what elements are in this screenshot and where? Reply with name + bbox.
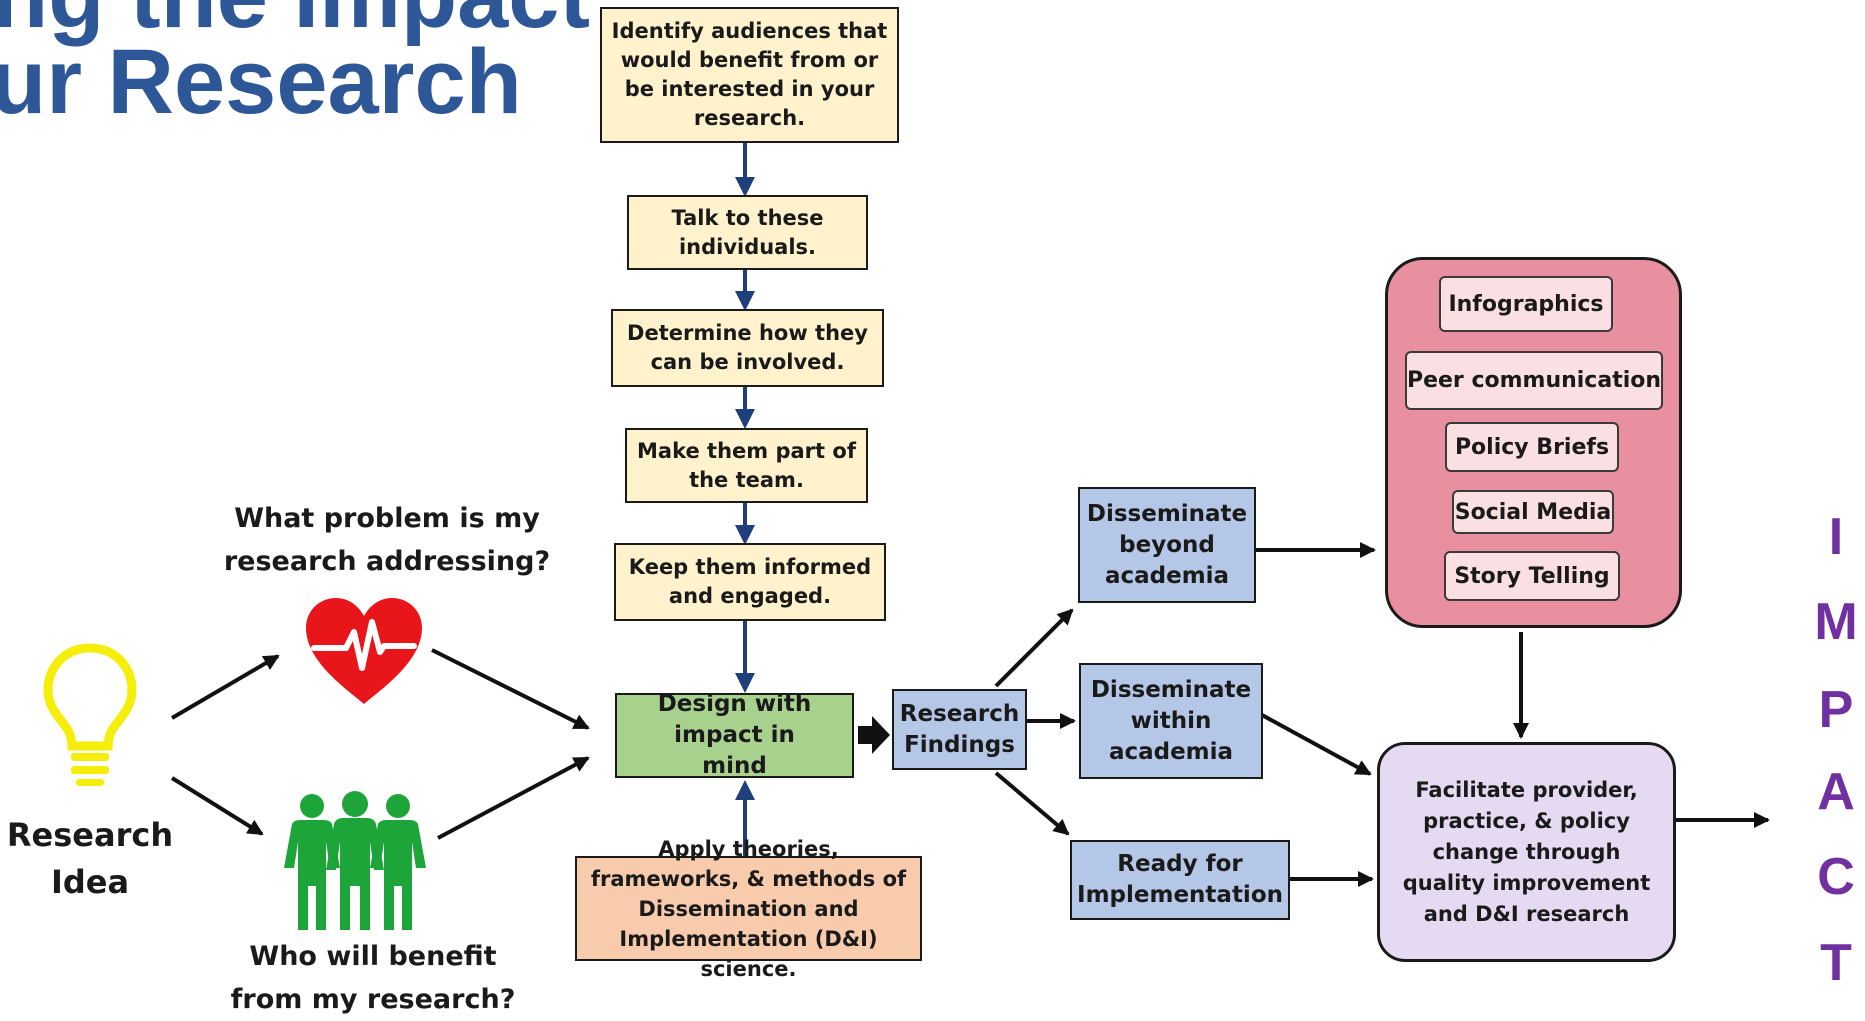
impact-letter-i: I <box>1828 508 1844 566</box>
research-findings: Research Findings <box>892 689 1027 770</box>
impact-letter-t: T <box>1820 934 1852 992</box>
facilitate-change: Facilitate provider, practice, & policy … <box>1377 742 1676 962</box>
arrow-findings-beyond <box>994 608 1074 688</box>
arrow-benefit-design <box>437 756 590 840</box>
heartbeat-icon <box>306 598 422 704</box>
design-with-impact: Design with impact in mind <box>615 691 854 779</box>
arrow-within-facilitate <box>1261 713 1372 776</box>
research-idea-label: Research Idea <box>6 816 174 901</box>
people-group-icon <box>284 791 426 930</box>
arrow-design-findings <box>858 716 890 754</box>
engagement-step-make-team: Make them part of the team. <box>625 428 868 503</box>
disseminate-beyond-academia: Disseminate beyond academia <box>1078 487 1256 603</box>
impact-letter-p: P <box>1818 681 1854 739</box>
arrow-findings-ready <box>994 771 1070 836</box>
impact-letter-c: C <box>1817 848 1855 906</box>
disseminate-within-academia: Disseminate within academia <box>1079 663 1263 779</box>
channel-social-media: Social Media <box>1452 490 1614 534</box>
engagement-step-keep-informed: Keep them informed and engaged. <box>614 543 886 621</box>
engagement-step-determine: Determine how they can be involved. <box>611 309 884 387</box>
channel-policy-briefs: Policy Briefs <box>1445 422 1619 472</box>
impact-letter-a: A <box>1817 763 1855 821</box>
arrow-idea-benefit <box>170 776 264 836</box>
question-benefit: Who will benefit from my research? <box>230 941 516 1015</box>
ready-for-implementation: Ready for Implementation <box>1070 840 1290 920</box>
question-problem: What problem is my research addressing? <box>223 503 551 577</box>
channel-peer-communication: Peer communication <box>1405 351 1663 410</box>
title-line-1: ng the Impact <box>0 0 590 42</box>
engagement-step-talk: Talk to these individuals. <box>627 195 868 270</box>
channel-story-telling: Story Telling <box>1444 551 1620 601</box>
lightbulb-icon <box>43 643 137 786</box>
title-line-2: ur Research <box>0 31 522 133</box>
channel-infographics: Infographics <box>1439 276 1613 332</box>
impact-letter-m: M <box>1814 593 1858 651</box>
arrow-problem-design <box>431 648 590 730</box>
apply-theories: Apply theories, frameworks, & methods of… <box>575 837 922 981</box>
arrow-idea-problem <box>170 654 280 720</box>
engagement-step-identify: Identify audiences that would benefit fr… <box>600 7 899 143</box>
